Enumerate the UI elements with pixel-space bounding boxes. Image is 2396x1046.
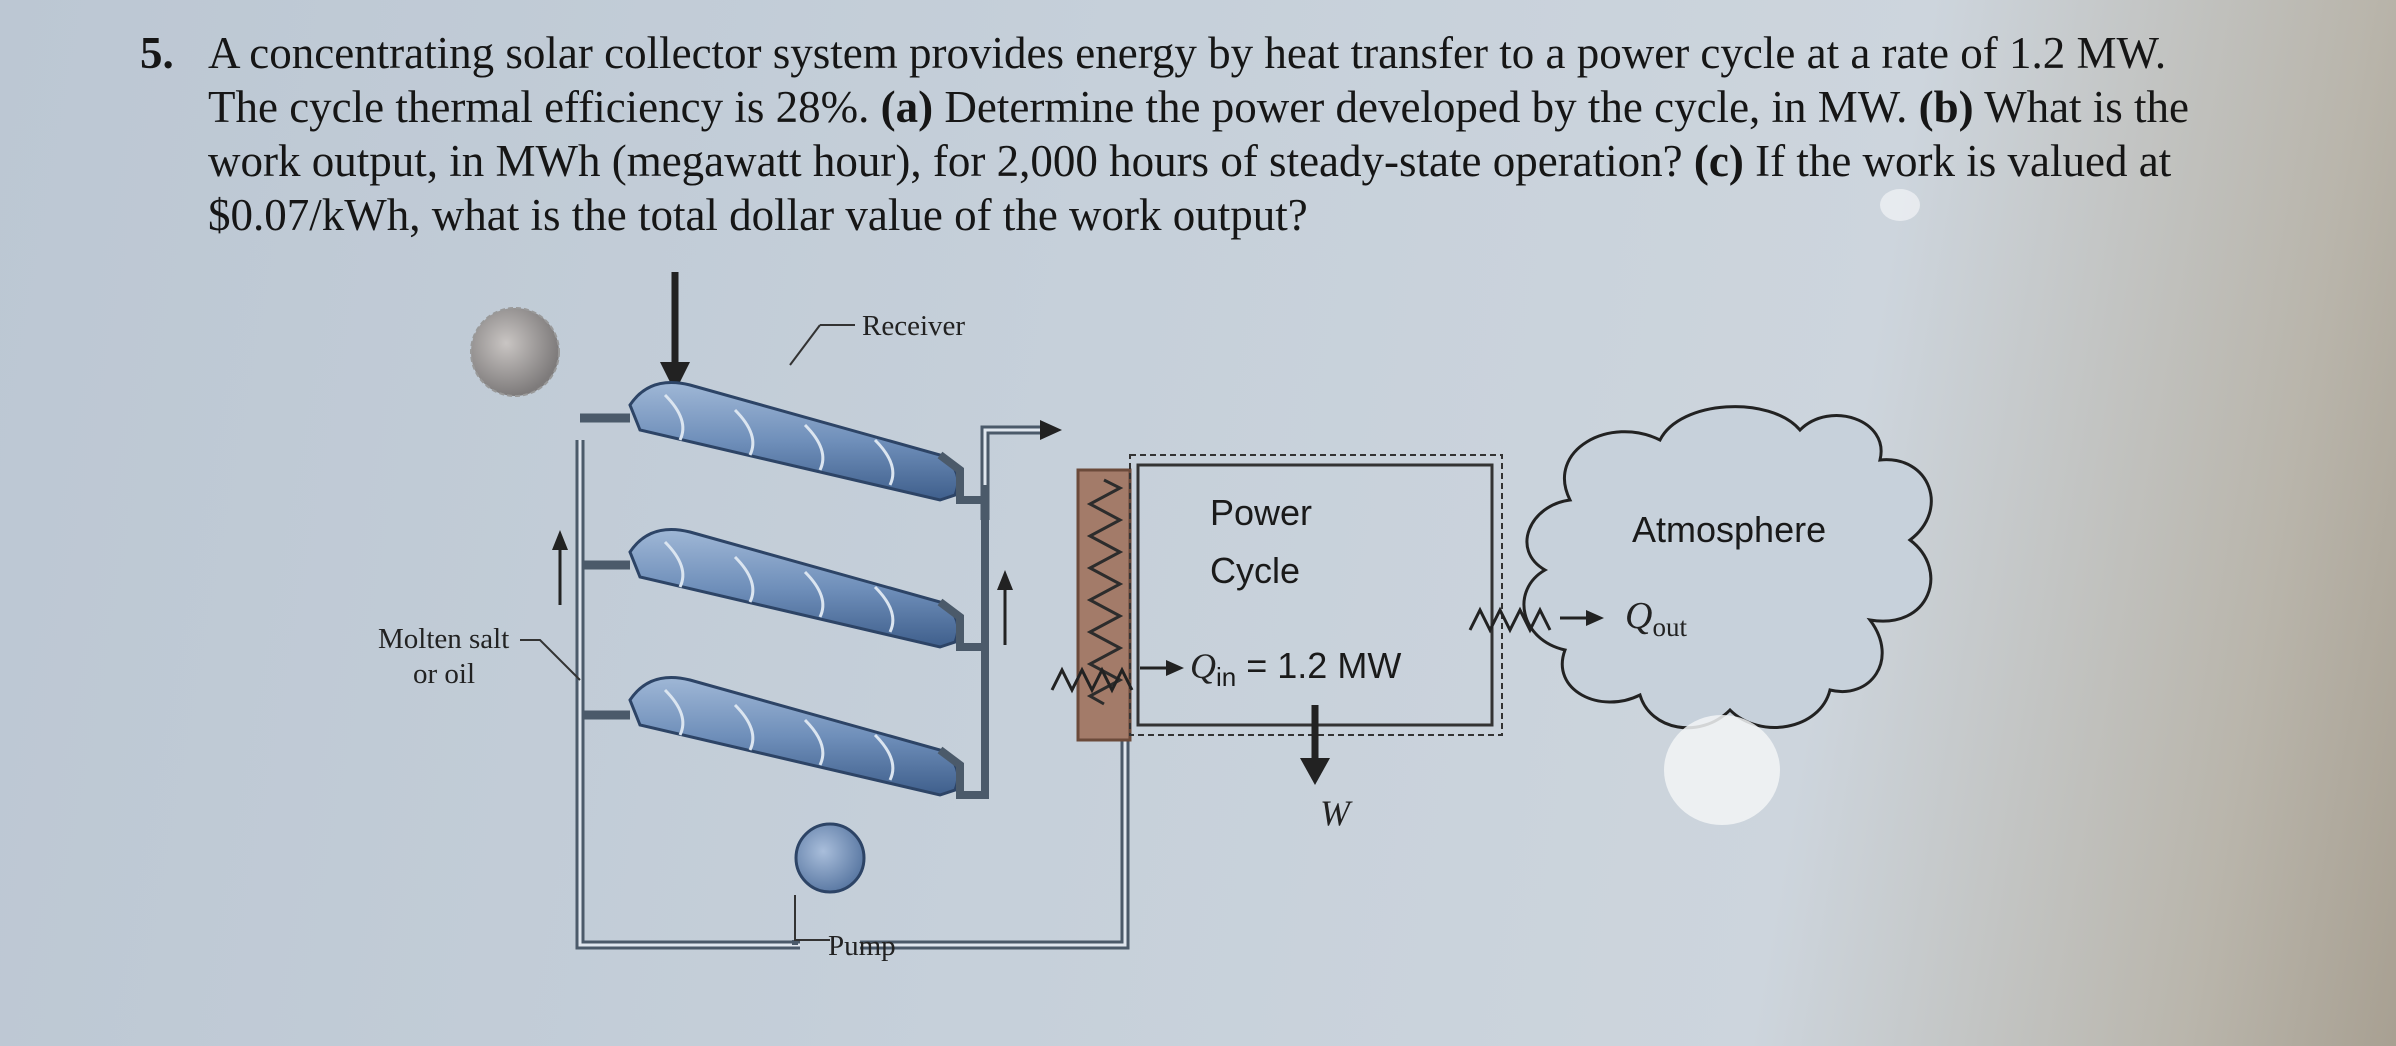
atmosphere-label: Atmosphere xyxy=(1632,509,1826,550)
upflow-arrow-right xyxy=(997,570,1013,645)
qout-symbol: Q xyxy=(1625,595,1652,637)
upflow-arrow-left xyxy=(552,530,568,605)
qin-symbol: Q xyxy=(1190,646,1216,686)
problem-text-intro: A concentrating solar collector system p… xyxy=(208,28,2167,132)
problem-text: A concentrating solar collector system p… xyxy=(208,26,2200,242)
pump-label: Pump xyxy=(828,930,896,962)
part-b-marker: (b) xyxy=(1918,82,1974,132)
qout-label: Qout xyxy=(1625,595,1687,642)
atmosphere-cloud xyxy=(1522,405,1933,730)
power-cycle-box xyxy=(1129,454,1503,736)
flow-arrow-right xyxy=(1040,420,1062,440)
part-b-text: What is the work output, in MWh (megawat… xyxy=(208,82,2190,186)
heat-exchanger xyxy=(1076,468,1132,742)
part-a-text: Determine the power developed by the cyc… xyxy=(933,82,1919,132)
qin-subscript: in xyxy=(1216,662,1236,692)
problem-number: 5. xyxy=(140,28,174,78)
molten-salt-label-line2: or oil xyxy=(413,658,475,690)
qout-subscript: out xyxy=(1652,612,1687,642)
glare-spot xyxy=(1664,189,1920,825)
collector-row-2 xyxy=(628,528,985,651)
solar-ray-arrow xyxy=(660,272,690,392)
part-a-marker: (a) xyxy=(880,82,934,132)
collector-row-1 xyxy=(628,381,985,504)
pump-icon xyxy=(794,822,866,894)
molten-salt-label: Molten salt xyxy=(378,623,509,655)
qin-label: Qin = 1.2 MW xyxy=(1190,645,1401,692)
part-c-marker: (c) xyxy=(1693,136,1744,186)
collector-row-3 xyxy=(628,485,989,799)
qin-value: = 1.2 MW xyxy=(1236,645,1401,686)
work-arrow xyxy=(1300,705,1330,785)
problem-statement: 5. A concentrating solar collector syste… xyxy=(140,26,2200,242)
qin-squiggle xyxy=(1050,660,1184,694)
power-cycle-label: Power xyxy=(1210,492,1312,533)
receiver-label: Receiver xyxy=(862,310,965,342)
qout-squiggle xyxy=(1468,606,1604,634)
work-label: W xyxy=(1320,793,1353,833)
power-cycle-label-line2: Cycle xyxy=(1210,550,1300,591)
part-c-text: If the work is valued at $0.07/kWh, what… xyxy=(208,136,2172,240)
sun-icon xyxy=(470,307,560,397)
